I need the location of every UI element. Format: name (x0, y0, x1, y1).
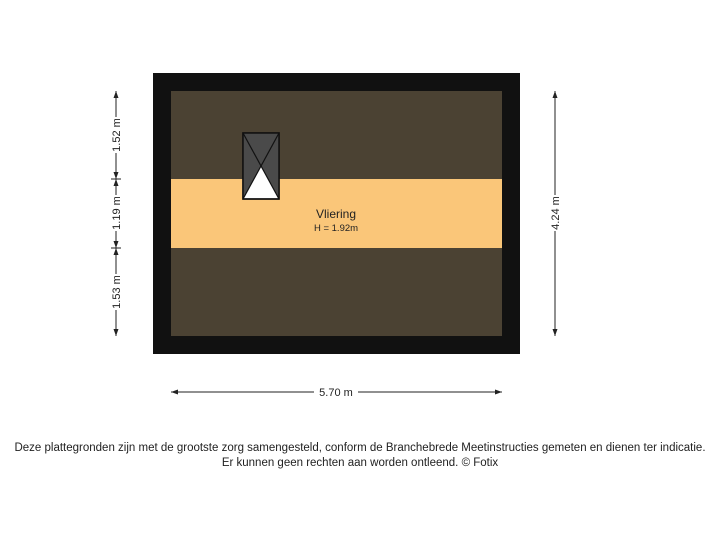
floor-plan: Vliering H = 1.92m 1.52 m 1.19 m 1.53 m … (109, 73, 562, 399)
room-name: Vliering (316, 207, 356, 221)
room-height: H = 1.92m (314, 223, 358, 234)
roof-hatch-icon (242, 132, 280, 200)
dimension-right-total: 4.24 m (550, 196, 562, 230)
standing-height-zone (171, 179, 502, 248)
disclaimer-line-1: Deze plattegronden zijn met de grootste … (14, 442, 706, 454)
disclaimer-line-2: Er kunnen geen rechten aan worden ontlee… (221, 457, 499, 469)
dimension-left-bottom: 1.53 m (111, 275, 123, 309)
dimension-left-top: 1.52 m (111, 118, 123, 152)
dimension-left-middle: 1.19 m (111, 196, 123, 230)
dimension-bottom-width: 5.70 m (319, 387, 353, 399)
